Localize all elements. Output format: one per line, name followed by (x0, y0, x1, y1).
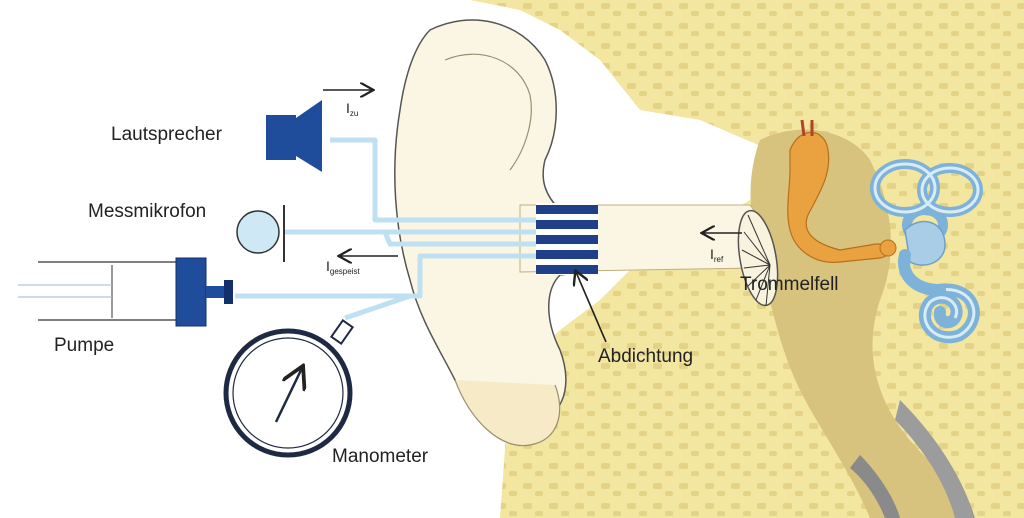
earlobe (454, 379, 561, 447)
grey-structure-1 (895, 400, 975, 518)
ossicle-ligament-1 (800, 119, 806, 137)
seal (536, 203, 598, 275)
speaker-icon (266, 100, 322, 172)
label-seal: Abdichtung (598, 346, 694, 367)
microphone-icon (236, 205, 285, 262)
label-speaker: Lautsprecher (111, 124, 222, 145)
label-manometer: Manometer (332, 446, 429, 467)
symbol-i-stored: Igespeist (326, 258, 360, 276)
pump-icon (18, 257, 233, 327)
label-microphone: Messmikrofon (88, 201, 207, 222)
stapes-footplate (879, 239, 897, 257)
ossicles (787, 131, 890, 263)
grey-structure-2 (850, 455, 900, 518)
eardrum-radial-lines (741, 214, 771, 307)
tubes (235, 137, 545, 321)
cochlea (898, 249, 980, 344)
pinna-helix-fold (444, 53, 532, 171)
inner-ear-inner (873, 162, 980, 214)
label-pump: Pumpe (54, 335, 115, 356)
label-eardrum: Trommelfell (740, 274, 839, 295)
vestibule (904, 220, 946, 266)
symbol-i-ref: Iref (710, 246, 724, 264)
manometer-icon (223, 318, 355, 458)
arrow-seal-pointer (576, 272, 607, 343)
symbol-i-in: Izu (346, 100, 359, 118)
